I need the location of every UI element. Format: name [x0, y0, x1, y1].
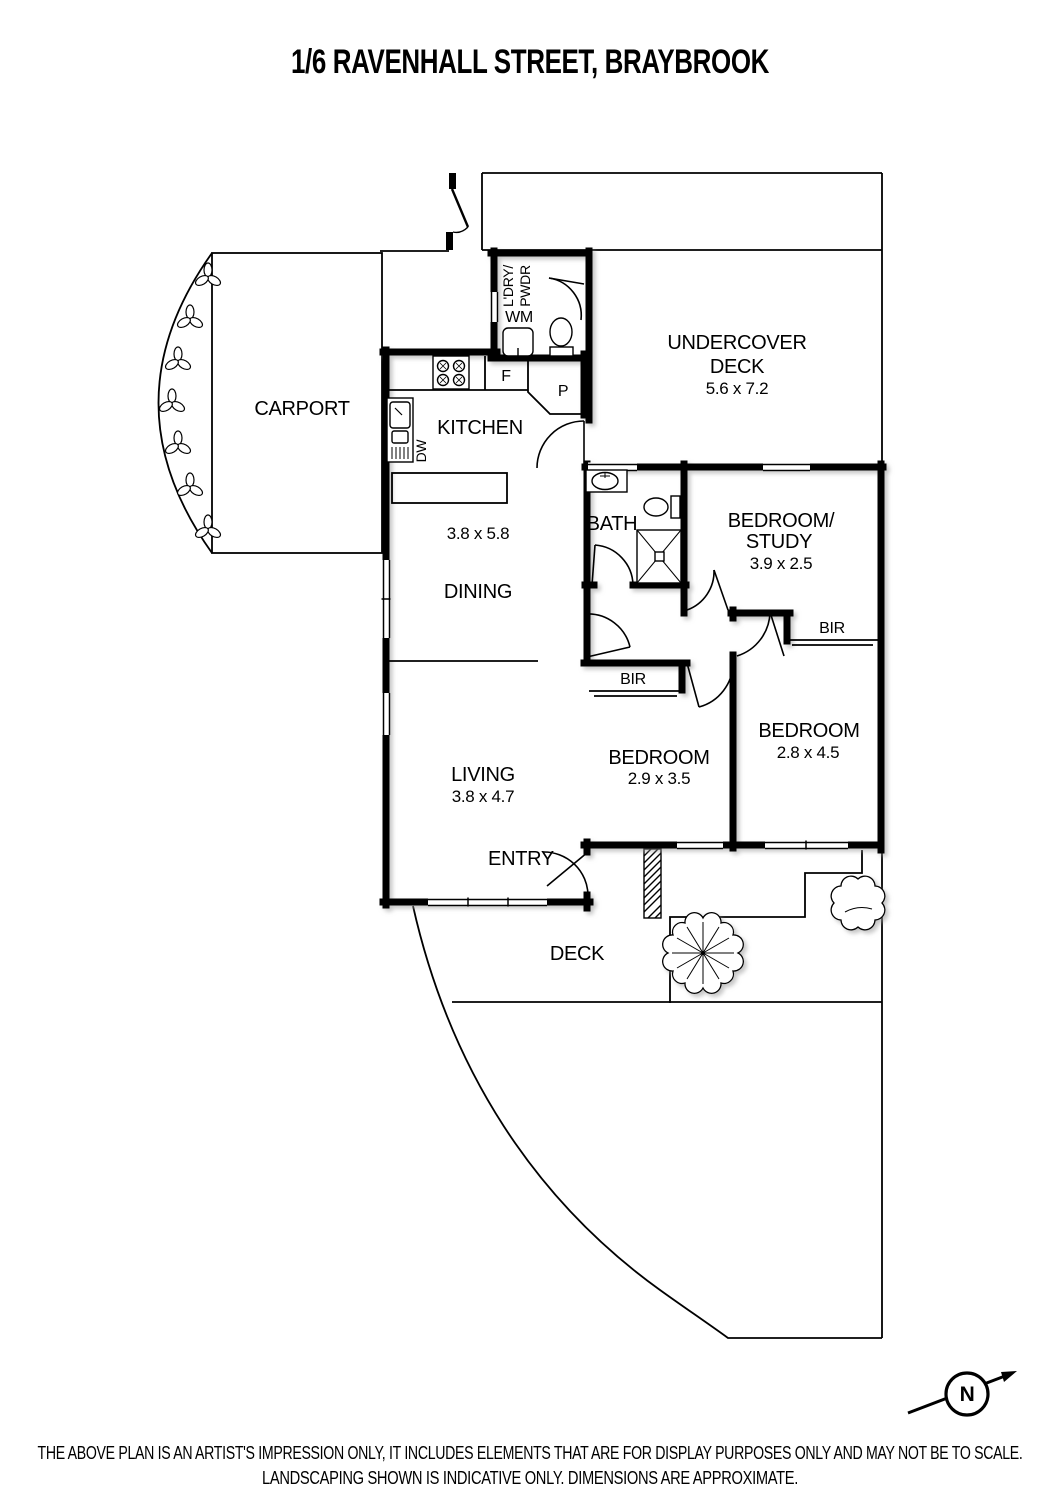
door-bath — [591, 544, 634, 586]
compass-north-label: N — [960, 1383, 975, 1406]
room-labels: CARPORT KITCHEN 3.8 x 5.8 DINING LIVING … — [254, 265, 860, 965]
boundary-strip — [481, 172, 883, 1338]
label-study-line1: BEDROOM/ — [728, 510, 835, 532]
window-living-front — [428, 897, 547, 907]
window-living-side — [381, 693, 391, 735]
dims-bedroom-right: 2.8 x 4.5 — [777, 743, 840, 762]
bir-study-front — [787, 639, 878, 646]
label-laundry-line2: PWDR — [517, 265, 533, 307]
label-entry: ENTRY — [488, 848, 554, 870]
disclaimer-line2: LANDSCAPING SHOWN IS INDICATIVE ONLY. DI… — [262, 1468, 798, 1488]
dims-living: 3.8 x 4.7 — [452, 787, 515, 806]
dims-study: 3.9 x 2.5 — [750, 554, 813, 573]
gate — [446, 173, 470, 250]
label-undercover-line2: DECK — [710, 356, 765, 378]
label-deck: DECK — [550, 943, 605, 965]
deck-boundary — [669, 850, 863, 1003]
label-laundry-line1: L'DRY/ — [500, 265, 516, 307]
label-fridge: F — [501, 368, 511, 385]
carport-outline — [211, 252, 383, 554]
kitchen-sink — [386, 397, 414, 463]
label-carport: CARPORT — [254, 398, 349, 420]
label-pantry: P — [558, 383, 568, 400]
door-bedroom-middle — [686, 662, 734, 708]
toilet-powder — [549, 317, 574, 357]
door-study — [686, 569, 729, 611]
label-bedroom-middle: BEDROOM — [608, 747, 709, 769]
label-bir-bedroom: BIR — [620, 671, 646, 688]
dims-undercover: 5.6 x 7.2 — [706, 379, 769, 398]
door-hall — [586, 613, 631, 658]
door-powder — [548, 277, 585, 321]
pantry-outline — [527, 358, 584, 415]
kitchen-bench — [389, 356, 528, 391]
fixture-labels: WM DW F P BIR BIR — [413, 309, 845, 688]
label-wm: WM — [505, 309, 533, 326]
dims-dining: 3.8 x 5.8 — [447, 524, 510, 543]
site-boundary — [157, 172, 883, 1339]
label-kitchen: KITCHEN — [437, 417, 523, 439]
shower — [636, 529, 682, 584]
kitchen-island — [391, 472, 508, 504]
deciduous-tree — [662, 912, 744, 994]
washing-machine — [502, 327, 534, 357]
label-undercover-line1: UNDERCOVER — [667, 332, 806, 354]
label-dining: DINING — [444, 581, 512, 603]
landscaping-trees — [662, 875, 886, 994]
dims-bedroom-middle: 2.9 x 3.5 — [628, 769, 691, 788]
window-dining — [381, 560, 391, 638]
fixtures — [386, 317, 682, 584]
label-bedroom-right: BEDROOM — [758, 720, 859, 742]
bath-basin — [585, 469, 628, 493]
interior-lines — [389, 356, 878, 697]
windows — [381, 292, 848, 907]
door-swings — [536, 277, 785, 896]
shrub-tree — [830, 875, 886, 931]
site-curve — [412, 905, 882, 1339]
toilet-bath — [643, 495, 681, 519]
disclaimer-line1: THE ABOVE PLAN IS AN ARTIST'S IMPRESSION… — [38, 1443, 1023, 1463]
label-dw: DW — [413, 439, 429, 463]
window-study — [763, 462, 810, 472]
label-bir-study: BIR — [819, 620, 845, 637]
door-entry — [542, 851, 589, 896]
deck-step — [643, 848, 662, 919]
door-bedroom-right — [736, 611, 785, 657]
disclaimer: THE ABOVE PLAN IS AN ARTIST'S IMPRESSION… — [38, 1443, 1023, 1488]
page-title: 1/6 RAVENHALL STREET, BRAYBROOK — [291, 43, 770, 81]
label-bath: BATH — [587, 513, 638, 535]
label-living: LIVING — [451, 764, 515, 786]
window-bedroom-right — [765, 840, 848, 850]
north-compass: N — [907, 1371, 1017, 1417]
bir-bedroom-front — [589, 690, 682, 697]
driveway-curve — [157, 252, 213, 554]
door-deck — [536, 420, 585, 469]
stove — [432, 355, 470, 390]
window-laundry — [489, 292, 499, 322]
label-study-line2: STUDY — [746, 531, 812, 553]
window-bedroom-middle — [677, 840, 723, 850]
compass-arrowhead — [1001, 1371, 1017, 1382]
